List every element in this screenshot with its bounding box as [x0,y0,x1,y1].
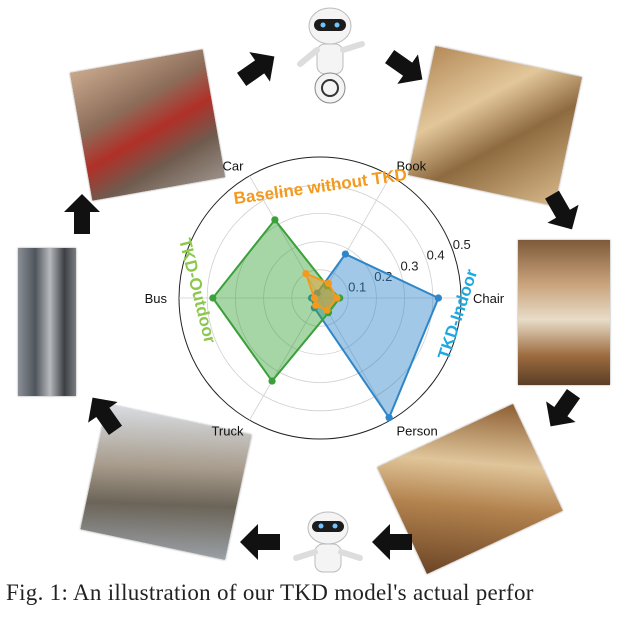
data-point [434,294,443,302]
data-point [209,294,217,302]
data-point [271,216,279,224]
street-photo-rotated [18,248,76,396]
arrow-icon [88,397,123,435]
radial-tick-label: 0.5 [453,237,471,252]
arrow-icon [240,524,280,560]
data-point [324,279,333,287]
grid-spoke [249,297,321,421]
robot-bottom [293,511,363,573]
axis-label: Book [397,158,427,173]
data-point [268,377,276,385]
axis-label: Person [397,424,438,439]
radial-tick-label: 0.1 [348,279,366,294]
indoor-series-label: TKD-Indoor [434,267,481,362]
radial-tick-label: 0.2 [374,269,392,284]
series-area [310,252,440,420]
axis-label: Chair [473,291,505,306]
outdoor-series-label: TKD-Outdoor [175,236,220,345]
data-point [310,294,318,302]
arrow-icon [372,524,412,560]
radial-tick-label: 0.4 [427,248,445,263]
arrow-icon [64,194,100,234]
axis-label: Car [223,158,245,173]
data-point [385,414,393,422]
arrow-icon [546,389,581,427]
robot-top [297,7,365,104]
bookshelf-photo [518,240,610,385]
axis-label: Truck [211,424,244,439]
grid-spoke [319,297,391,421]
data-point [341,250,349,258]
data-point [323,306,331,314]
data-point [312,301,320,309]
axis-label: Bus [145,291,168,306]
arrow-icon [385,49,423,84]
figure-caption: Fig. 1: An illustration of our TKD model… [6,580,534,605]
arrow-icon [545,190,579,230]
grid-spoke [319,175,391,299]
radial-tick-label: 0.3 [400,258,418,273]
data-point [333,294,341,302]
data-point [302,269,310,278]
arrow-icon [237,52,275,87]
